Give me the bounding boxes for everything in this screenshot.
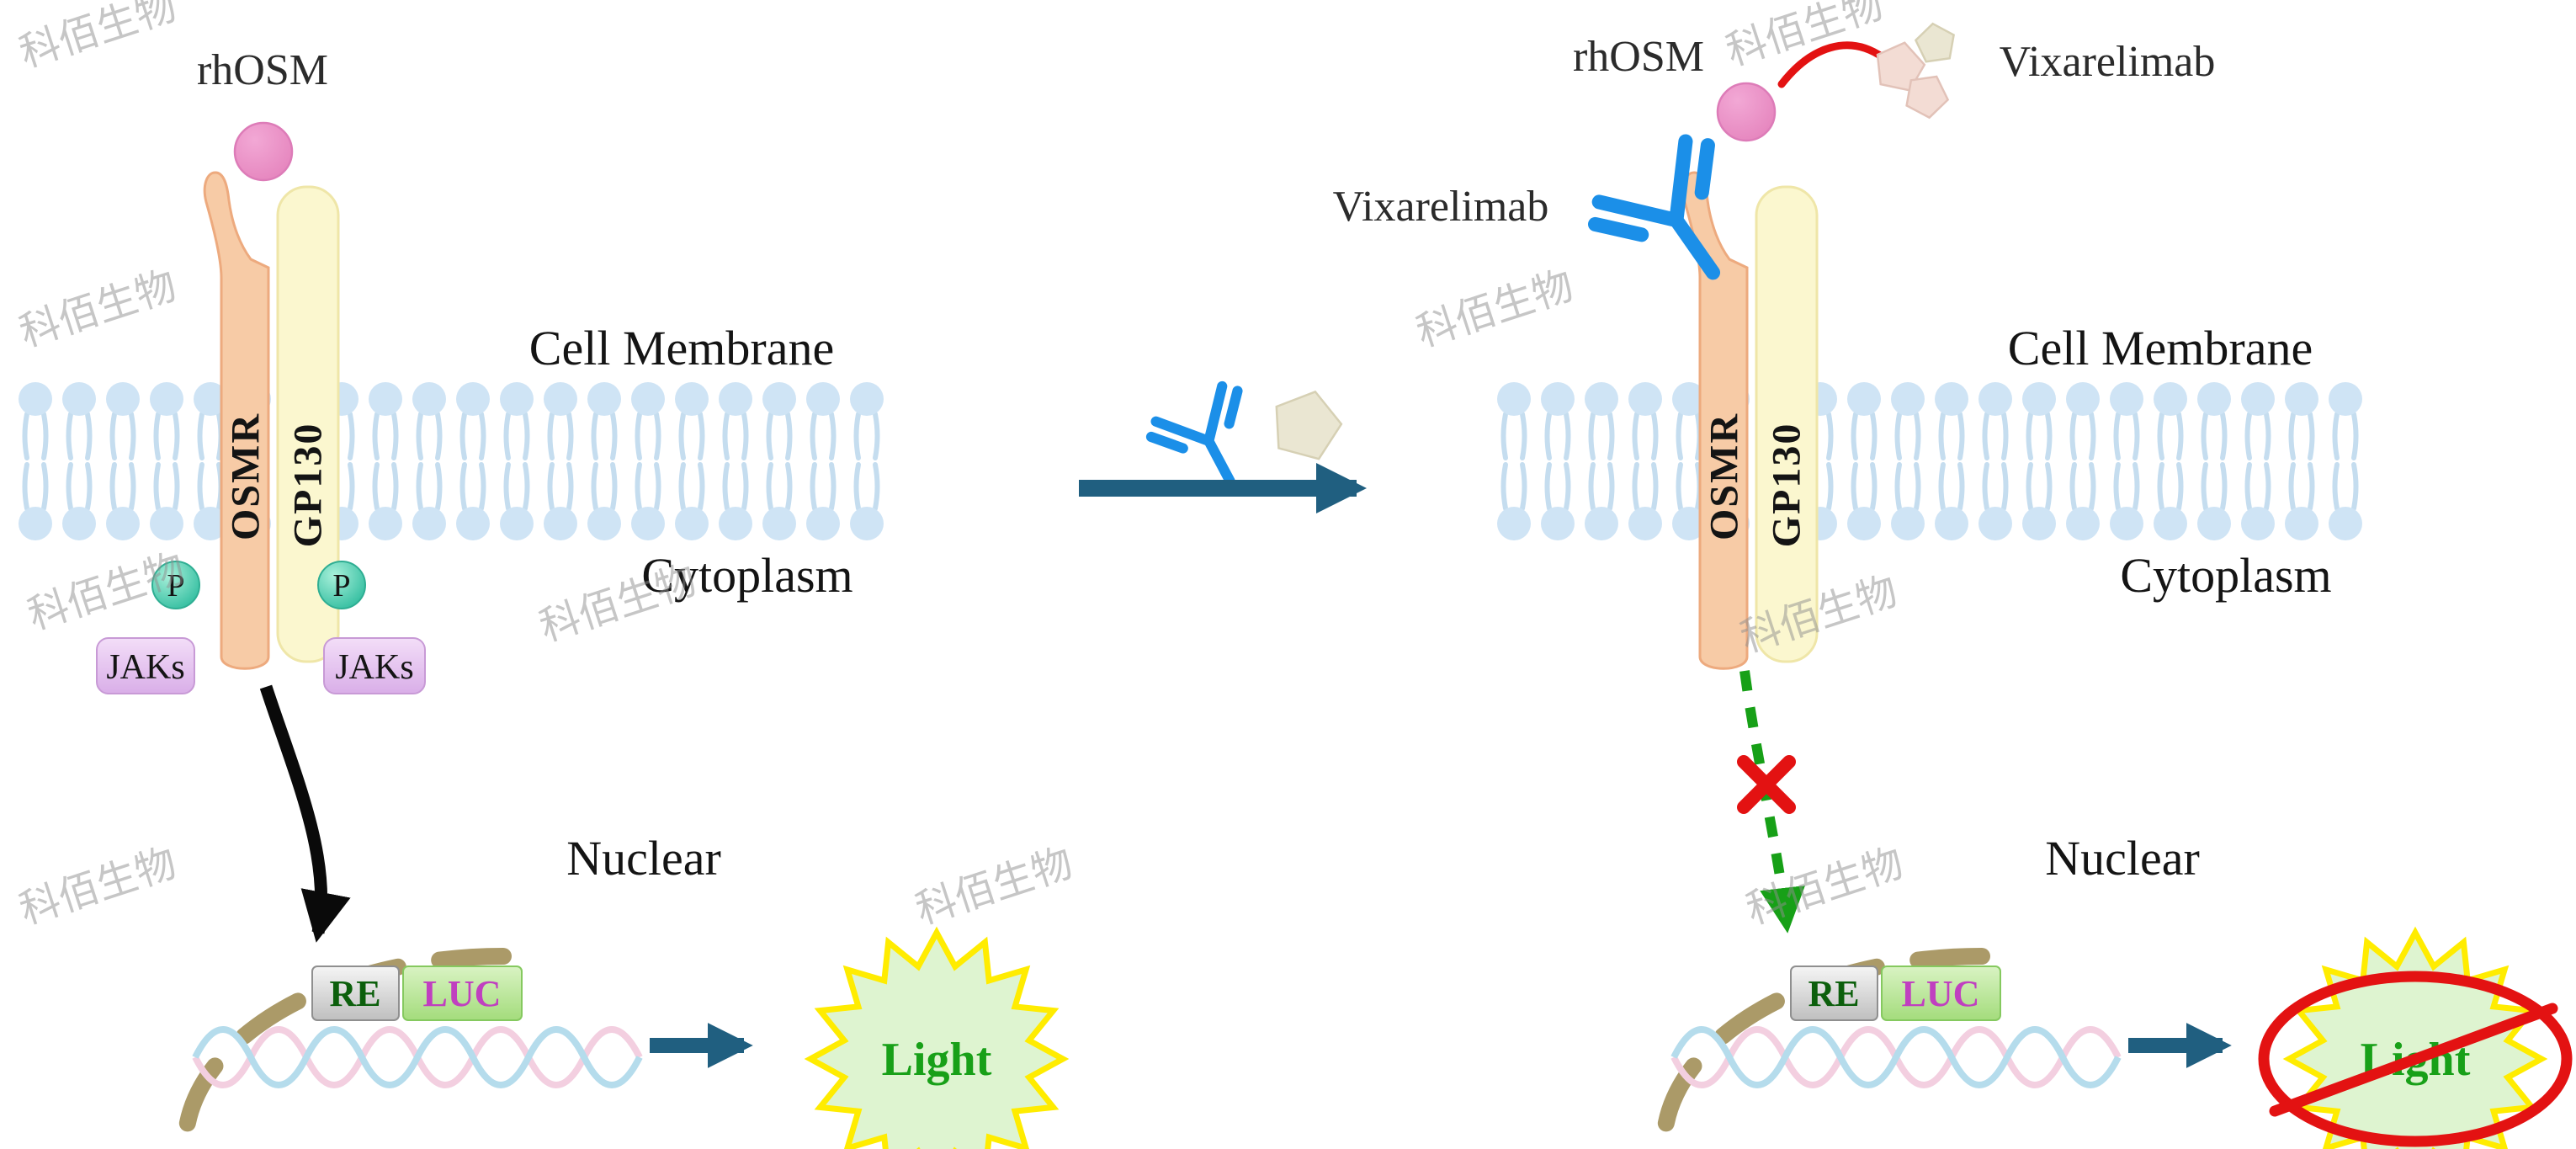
signal-arrow	[259, 684, 351, 943]
antibody-icon	[1587, 134, 1721, 280]
vixarelimab-pentagon-icon	[1914, 22, 1955, 63]
light-starburst	[804, 926, 1070, 1149]
rhosm-label: rhOSM	[1573, 33, 1704, 81]
vixarelimab-label-top: Vixarelimab	[2000, 38, 2216, 86]
re-label: RE	[329, 973, 380, 1014]
nuclear-envelope-arc	[177, 948, 512, 1149]
phosphate-circle	[317, 561, 366, 609]
osmr-receptor-shape	[203, 171, 270, 670]
treatment-transition	[1079, 380, 1367, 513]
watermark-text: 科佰生物	[13, 0, 182, 77]
watermark-text: 科佰生物	[910, 839, 1078, 934]
watermark-text: 科佰生物	[534, 556, 702, 652]
vixarelimab-pentagon-icon	[1905, 75, 1950, 120]
watermark-text: 科佰生物	[1410, 262, 1579, 357]
membrane-bilayer	[1492, 380, 2367, 542]
gp130-label: GP130	[1765, 423, 1809, 548]
gp130-receptor-shape	[1755, 185, 1819, 663]
rhosm-label: rhOSM	[197, 46, 328, 94]
cytoplasm-label: Cytoplasm	[2120, 548, 2331, 603]
panel-control: Cell Membrane Cytoplasm Nuclear OSMR GP1…	[13, 46, 1070, 1149]
nuclear-envelope-arc	[1655, 948, 1990, 1149]
watermark-text: 科佰生物	[1740, 839, 1909, 934]
jak-box	[323, 637, 426, 694]
light-label: Light	[882, 1034, 992, 1086]
re-box	[311, 965, 400, 1021]
cell-membrane-label: Cell Membrane	[2008, 321, 2313, 375]
pentagon-icon	[1275, 390, 1343, 460]
luc-label: LUC	[1902, 973, 1980, 1014]
blocked-x-icon	[1737, 755, 1796, 814]
rhosm-ligand	[1716, 82, 1777, 142]
phosphate-circle	[151, 561, 200, 609]
luc-label: LUC	[423, 973, 502, 1014]
luc-box	[1881, 965, 2001, 1021]
membrane-bilayer	[13, 380, 889, 542]
panel-treated: Cell Membrane Cytoplasm Nuclear OSMR GP1…	[1333, 22, 2573, 1149]
osmr-label: OSMR	[1702, 412, 1747, 540]
vixarelimab-pentagon-icon	[1876, 41, 1926, 92]
watermark-text: 科佰生物	[13, 839, 182, 934]
phosphate-label: P	[332, 568, 350, 604]
nuclear-label: Nuclear	[566, 831, 721, 886]
inhibition-arc	[1777, 41, 1887, 88]
cytoplasm-label: Cytoplasm	[641, 548, 852, 603]
blocked-signal-arrow	[1739, 670, 1805, 934]
jak-label: JAKs	[335, 648, 413, 687]
rhosm-ligand	[233, 121, 294, 182]
re-box	[1790, 965, 1878, 1021]
watermark-text: 科佰生物	[13, 262, 182, 357]
cell-membrane-label: Cell Membrane	[529, 321, 834, 375]
gp130-receptor-shape	[276, 185, 340, 663]
dna-helix	[1670, 1026, 2122, 1088]
nuclear-label: Nuclear	[2045, 831, 2200, 886]
phosphate-label: P	[167, 568, 184, 604]
re-label: RE	[1808, 973, 1859, 1014]
watermark-text: 科佰生物	[22, 545, 190, 640]
vixarelimab-label-left: Vixarelimab	[1333, 183, 1549, 231]
dna-helix	[192, 1026, 643, 1088]
luc-box	[402, 965, 523, 1021]
antibody-icon	[1145, 380, 1243, 487]
osmr-label: OSMR	[224, 412, 268, 540]
jak-label: JAKs	[106, 648, 184, 687]
no-light-ban-icon	[2258, 971, 2573, 1147]
jak-box	[96, 637, 195, 694]
gp130-label: GP130	[286, 423, 331, 548]
